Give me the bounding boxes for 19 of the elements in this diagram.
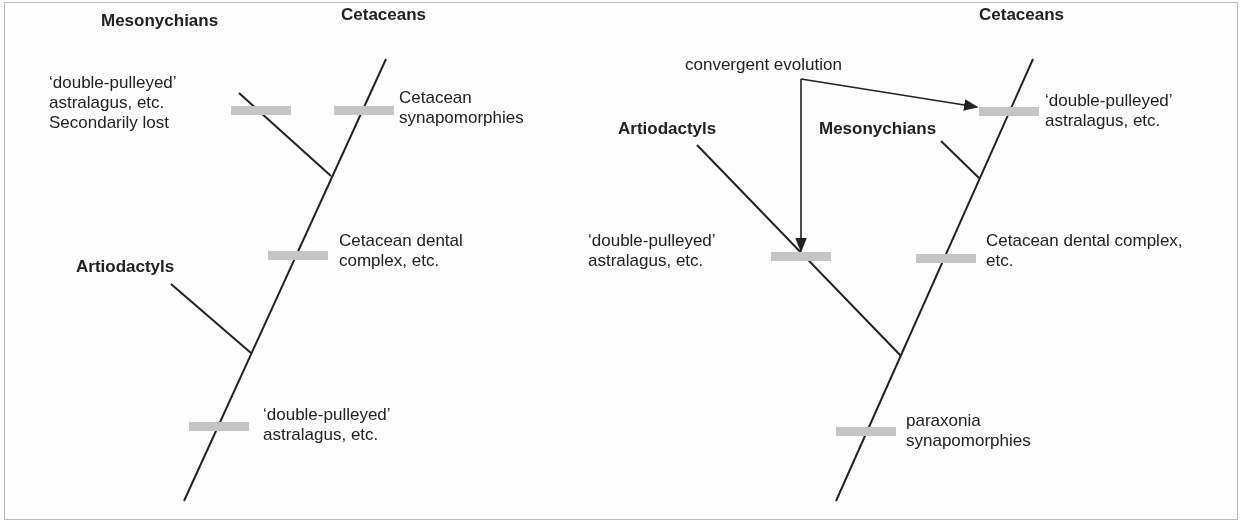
taxon-label: Mesonychians bbox=[819, 119, 937, 139]
character-label: ‘double-pulleyed’ astralagus, etc. bbox=[1045, 91, 1173, 131]
character-bar bbox=[771, 252, 831, 261]
taxon-label: Mesonychians bbox=[101, 11, 219, 31]
taxon-label: Artiodactyls bbox=[618, 119, 717, 139]
character-label: Cetacean dental complex, etc. bbox=[986, 231, 1184, 271]
taxon-label: Artiodactyls bbox=[76, 257, 175, 277]
annotation-text: convergent evolution bbox=[685, 55, 842, 75]
character-label: ‘double-pulleyed’ astralagus, etc. Secondarily lost bbox=[49, 73, 177, 133]
character-label: ‘double-pulleyed’ astralagus, etc. bbox=[588, 231, 716, 271]
character-bar bbox=[979, 107, 1039, 116]
arrow bbox=[800, 78, 979, 111]
character-label: paraxonia synapomorphies bbox=[906, 411, 1032, 451]
taxon-label: Cetaceans bbox=[341, 5, 427, 25]
arrow bbox=[795, 78, 807, 253]
character-label: Cetacean synapomorphies bbox=[399, 88, 525, 128]
taxon-label: Cetaceans bbox=[979, 5, 1065, 25]
character-label: Cetacean dental complex, etc. bbox=[339, 231, 464, 271]
character-label: ‘double-pulleyed’ astralagus, etc. bbox=[263, 405, 391, 445]
